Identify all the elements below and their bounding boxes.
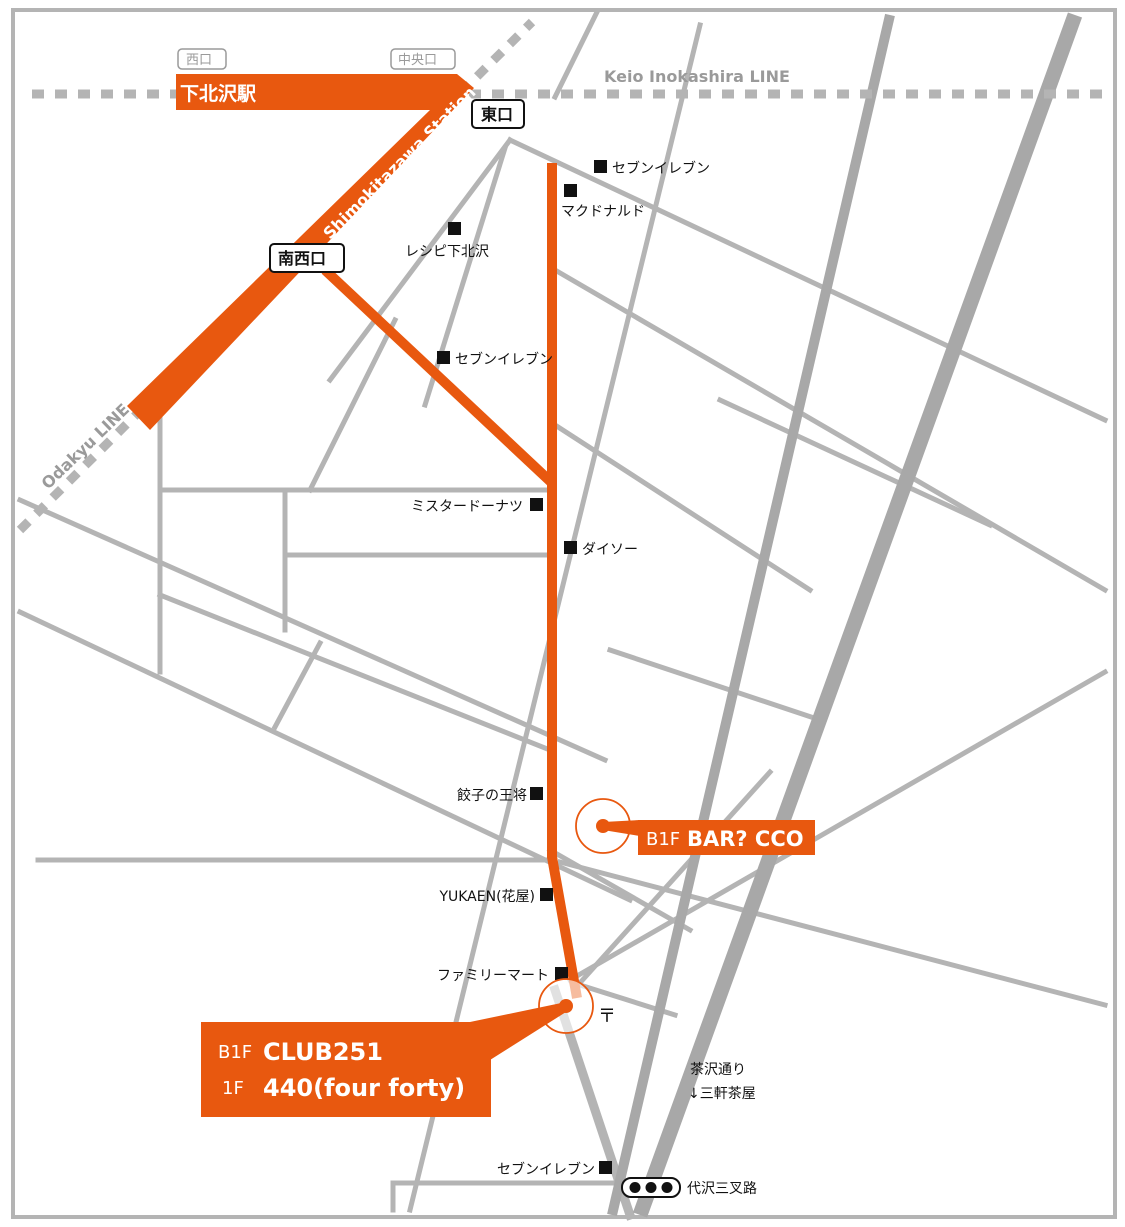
landmark-marker bbox=[599, 1161, 612, 1174]
landmark-marker bbox=[555, 967, 568, 980]
svg-text:ミスタードーナツ: ミスタードーナツ bbox=[411, 499, 523, 515]
svg-text:レシピ下北沢: レシピ下北沢 bbox=[405, 244, 489, 260]
traffic-light-icon bbox=[645, 1182, 657, 1193]
svg-text:マクドナルド: マクドナルド bbox=[561, 204, 645, 220]
landmark-marker bbox=[437, 351, 450, 364]
svg-text:西口: 西口 bbox=[186, 53, 212, 68]
traffic-light-icon bbox=[629, 1182, 641, 1193]
bar-cco-name: BAR? CCO bbox=[687, 827, 804, 851]
station-name-jp: 下北沢駅 bbox=[180, 82, 257, 105]
exit-southwest: 南西口 bbox=[269, 243, 345, 273]
svg-text:南西口: 南西口 bbox=[278, 249, 326, 268]
svg-text:セブンイレブン: セブンイレブン bbox=[612, 160, 710, 177]
landmark-marker bbox=[564, 541, 577, 554]
bar-cco-floor: B1F bbox=[646, 829, 680, 850]
svg-text:YUKAEN(花屋): YUKAEN(花屋) bbox=[438, 889, 535, 905]
landmark-familymart: ファミリーマート bbox=[437, 967, 568, 984]
main-road-chazawa bbox=[607, 12, 1083, 1218]
street-name: 茶沢通り bbox=[690, 1062, 746, 1078]
svg-text:代沢三叉路: 代沢三叉路 bbox=[687, 1181, 757, 1197]
exit-east: 東口 bbox=[471, 99, 525, 129]
landmark-daiso: ダイソー bbox=[564, 541, 638, 558]
svg-text:中央口: 中央口 bbox=[398, 53, 437, 68]
landmark-marker bbox=[564, 184, 577, 197]
venue-bar-cco: B1F BAR? CCO bbox=[575, 798, 815, 855]
landmark-seven-eleven-south: セブンイレブン bbox=[497, 1161, 612, 1178]
svg-text:セブンイレブン: セブンイレブン bbox=[497, 1161, 595, 1178]
exit-west: 西口 bbox=[177, 48, 227, 70]
svg-text:餃子の王将: 餃子の王将 bbox=[457, 787, 527, 804]
four-forty-floor: 1F bbox=[222, 1078, 244, 1099]
landmark-marker bbox=[540, 888, 553, 901]
four-forty-name: 440(four forty) bbox=[263, 1074, 465, 1102]
landmark-seven-eleven-north: セブンイレブン bbox=[594, 160, 710, 177]
svg-text:セブンイレブン: セブンイレブン bbox=[455, 351, 553, 368]
landmark-marker bbox=[594, 160, 607, 173]
landmark-mcdonalds: マクドナルド bbox=[561, 184, 645, 220]
venue-club251: B1F CLUB251 1F 440(four forty) bbox=[201, 978, 594, 1117]
landmark-yukaen: YUKAEN(花屋) bbox=[438, 888, 553, 905]
svg-text:ダイソー: ダイソー bbox=[582, 542, 638, 558]
svg-text:ファミリーマート: ファミリーマート bbox=[437, 968, 549, 984]
svg-text:東口: 東口 bbox=[481, 105, 513, 124]
club251-name: CLUB251 bbox=[263, 1038, 383, 1066]
map-frame bbox=[11, 8, 1117, 1219]
landmark-mister-donut: ミスタードーナツ bbox=[411, 498, 543, 515]
traffic-light-icon bbox=[661, 1182, 673, 1193]
road-network bbox=[16, 8, 1109, 1221]
landmark-seven-eleven-mid: セブンイレブン bbox=[437, 351, 553, 368]
exit-central: 中央口 bbox=[390, 48, 456, 70]
landmark-recipe: レシピ下北沢 bbox=[405, 222, 489, 260]
landmark-daizawa-sansaro: 代沢三叉路 bbox=[621, 1177, 757, 1198]
landmark-marker bbox=[530, 498, 543, 511]
walking-route bbox=[321, 163, 582, 999]
landmark-marker bbox=[530, 787, 543, 800]
keio-line-label: Keio Inokashira LINE bbox=[604, 67, 790, 86]
odakyu-line-label: Odakyu LINE bbox=[38, 400, 133, 493]
club251-floor: B1F bbox=[218, 1042, 252, 1063]
landmark-marker bbox=[448, 222, 461, 235]
street-direction: ↓三軒茶屋 bbox=[688, 1086, 756, 1102]
landmark-gyoza-no-ohsho: 餃子の王将 bbox=[457, 787, 543, 804]
post-office-icon: 〒 bbox=[598, 1006, 616, 1027]
